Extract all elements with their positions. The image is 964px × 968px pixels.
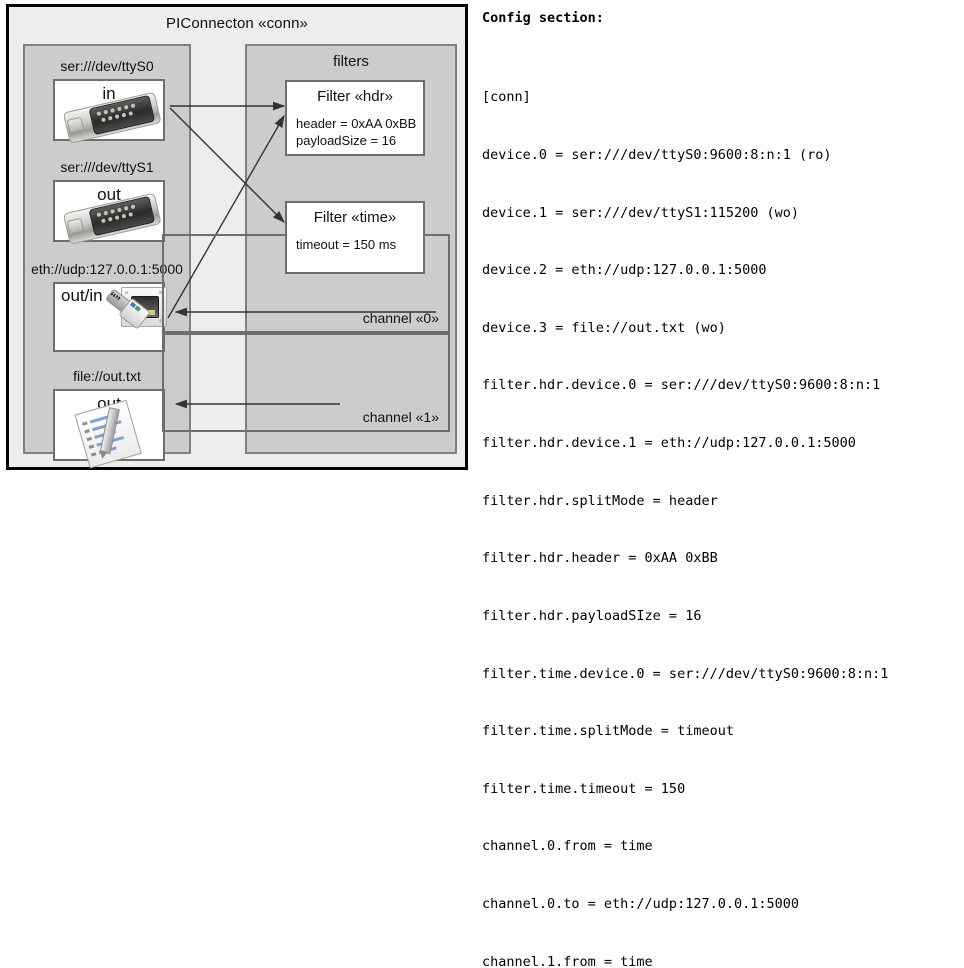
filter-attr: header = 0xAA 0xBB <box>296 116 417 131</box>
filter-box-hdr[interactable]: Filter «hdr» header = 0xAA 0xBB payloadS… <box>285 80 425 156</box>
config-line: filter.time.timeout = 150 <box>482 780 686 797</box>
arrow-eth-to-hdr <box>167 114 285 319</box>
device-box-ttys1[interactable]: out <box>53 180 165 245</box>
device-label-eth: eth://udp:127.0.0.1:5000 <box>31 261 183 277</box>
device-io-eth: out/in <box>61 286 103 305</box>
config-line: channel.0.to = eth://udp:127.0.0.1:5000 <box>482 895 799 912</box>
config-line: device.3 = file://out.txt (wo) <box>482 319 726 336</box>
config-line: [conn] <box>482 89 531 106</box>
config-line: device.0 = ser:///dev/ttyS0:9600:8:n:1 (… <box>482 147 832 164</box>
config-line: device.1 = ser:///dev/ttyS1:115200 (wo) <box>482 204 799 221</box>
filter-name-hdr: Filter «hdr» <box>317 88 393 105</box>
filter-attr: payloadSize = 16 <box>296 133 397 148</box>
config-line: filter.time.splitMode = timeout <box>482 723 734 740</box>
config-line: filter.hdr.device.1 = eth://udp:127.0.0.… <box>482 435 856 452</box>
device-box-eth[interactable]: out/in <box>53 282 167 352</box>
filter-attrs-time: timeout = 150 ms <box>296 236 396 253</box>
channel-label-1: channel «1» <box>362 409 439 425</box>
filter-box-time[interactable]: Filter «time» timeout = 150 ms <box>285 201 425 274</box>
device-label-file: file://out.txt <box>73 368 141 384</box>
device-box-ttys0[interactable]: in <box>53 79 165 144</box>
diagram-canvas: PIConnecton «conn» ser:///dev/ttyS0 in <box>0 0 964 484</box>
config-line: filter.hdr.splitMode = header <box>482 492 718 509</box>
arrow-ttys0-to-time <box>169 107 285 223</box>
filter-attrs-hdr: header = 0xAA 0xBB payloadSize = 16 <box>296 115 416 149</box>
device-io-ttys0: in <box>102 84 116 103</box>
device-io-ttys1: out <box>97 185 121 204</box>
filter-name-time: Filter «time» <box>313 209 397 226</box>
device-label-ttys1: ser:///dev/ttyS1 <box>60 159 154 175</box>
config-line: filter.hdr.device.0 = ser:///dev/ttyS0:9… <box>482 377 881 394</box>
filters-panel-title: filters <box>333 53 369 70</box>
config-line: filter.hdr.payloadSIze = 16 <box>482 607 702 624</box>
channel-label-0: channel «0» <box>362 310 439 326</box>
channel-region-1[interactable]: channel «1» <box>162 333 450 432</box>
config-line: device.2 = eth://udp:127.0.0.1:5000 <box>482 262 767 279</box>
config-line: filter.time.device.0 = ser:///dev/ttyS0:… <box>482 665 889 682</box>
component-title: PIConnecton «conn» <box>166 15 308 32</box>
config-line: channel.0.from = time <box>482 838 653 855</box>
config-lines[interactable]: [conn] device.0 = ser:///dev/ttyS0:9600:… <box>482 50 888 968</box>
config-line: channel.1.from = time <box>482 953 653 968</box>
filter-attr: timeout = 150 ms <box>296 237 397 252</box>
config-line: filter.hdr.header = 0xAA 0xBB <box>482 550 718 567</box>
config-section: Config section: [conn] device.0 = ser://… <box>482 6 958 968</box>
device-box-file[interactable]: out <box>53 389 165 469</box>
device-label-ttys0: ser:///dev/ttyS0 <box>60 58 154 74</box>
connection-arrows <box>167 101 436 409</box>
filters-panel: filters Filter «hdr» header = 0xAA 0xBB … <box>162 44 457 454</box>
config-heading: Config section: <box>482 10 604 26</box>
connector-component-frame: PIConnecton «conn» ser:///dev/ttyS0 in <box>6 4 468 470</box>
